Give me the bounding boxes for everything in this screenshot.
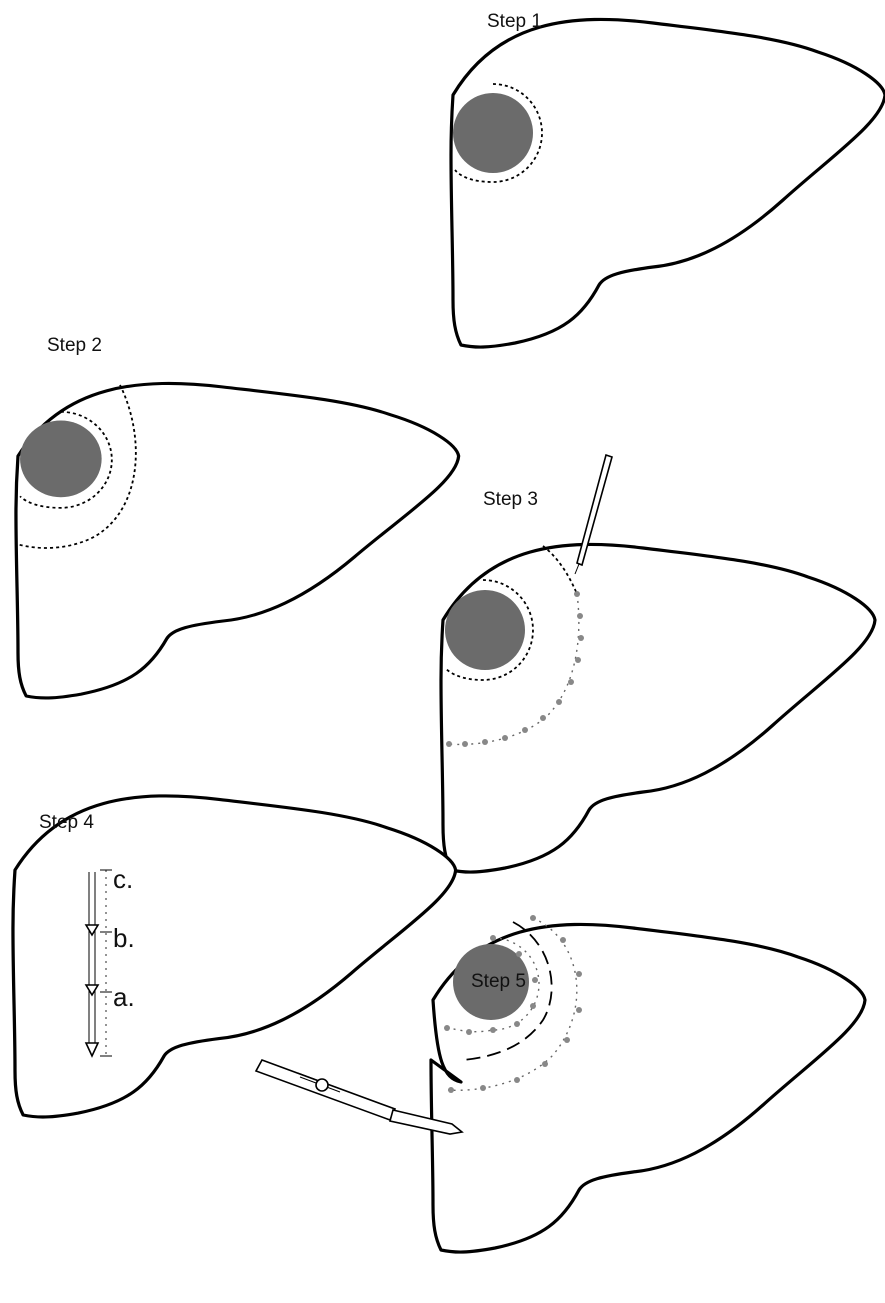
zone-a-label: a. — [113, 984, 135, 1010]
tumor — [20, 420, 102, 497]
zone-b-label: b. — [113, 925, 135, 951]
step-1-label: Step 1 — [487, 12, 542, 31]
step-4-label: Step 4 — [39, 813, 94, 832]
step1-liver — [451, 19, 885, 347]
tumor — [453, 93, 533, 173]
tumor — [445, 590, 525, 670]
step-2-label: Step 2 — [47, 336, 102, 355]
step4-liver — [13, 796, 456, 1117]
step3-liver — [441, 544, 875, 872]
step-5-label: Step 5 — [471, 972, 526, 991]
liver-outline — [13, 796, 456, 1117]
liver-outline — [441, 544, 875, 872]
zone-c-label: c. — [113, 866, 133, 892]
step5-liver — [431, 915, 865, 1252]
step-3-label: Step 3 — [483, 490, 538, 509]
liver-outline — [451, 19, 885, 347]
step2-liver — [16, 383, 459, 698]
